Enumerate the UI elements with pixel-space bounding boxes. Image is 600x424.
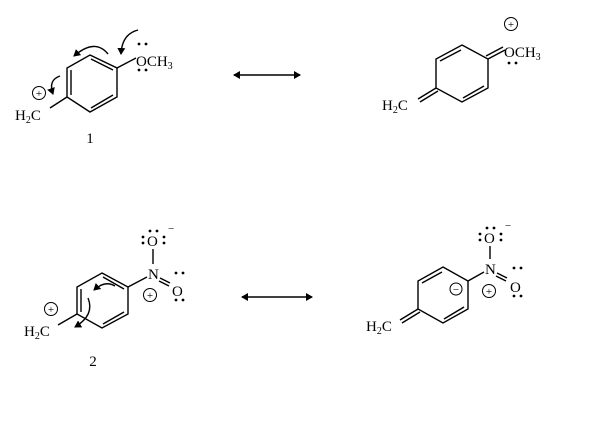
svg-text:−: − <box>453 284 459 296</box>
ch2-group: H2C <box>382 98 408 116</box>
methoxy-group: OCH3 <box>136 54 173 72</box>
svg-text:+: + <box>508 19 514 31</box>
structure-1: OCH3 H2C + 1 <box>15 29 173 147</box>
structure-2-resonance: N O − O − + H2C <box>366 220 523 337</box>
benzene-ring <box>66 54 118 113</box>
svg-text:−: − <box>168 223 174 235</box>
ch2-group: H2C <box>24 324 50 342</box>
curved-arrow-icon <box>73 45 109 57</box>
positive-charge-icon <box>44 302 58 316</box>
nitrogen-atom: N <box>148 267 159 283</box>
oxygen-atom: O <box>172 284 183 300</box>
oxygen-atom: O <box>147 234 158 250</box>
curved-arrow-icon <box>47 75 61 95</box>
positive-charge-icon <box>482 284 496 298</box>
quinoid-ring <box>435 44 489 103</box>
double-bond <box>462 85 485 99</box>
curved-arrow-icon <box>93 283 116 291</box>
oxygen-atom: O <box>484 231 495 247</box>
double-bond-ch2 <box>419 90 439 103</box>
double-bond <box>90 94 114 109</box>
oxygen-atom: O <box>510 280 521 296</box>
double-bond <box>439 49 462 62</box>
structure-1-resonance: OCH3 + H2C <box>382 17 541 116</box>
bond-o <box>116 57 137 69</box>
compound-label: 2 <box>89 354 97 370</box>
svg-text:+: + <box>36 88 42 100</box>
nitrogen-atom: N <box>485 262 496 278</box>
ch2-group: H2C <box>15 108 41 126</box>
svg-text:+: + <box>48 304 54 316</box>
curved-arrow-icon <box>74 297 91 328</box>
ch2-group: H2C <box>366 319 392 337</box>
quinoid-ring <box>417 266 469 324</box>
bond-ch2 <box>49 96 68 109</box>
svg-text:−: − <box>505 220 511 232</box>
positive-charge-icon <box>143 288 157 302</box>
double-bond-o <box>485 46 504 57</box>
svg-text:+: + <box>486 286 492 298</box>
negative-charge-icon <box>449 282 463 296</box>
compound-label: 1 <box>86 131 94 147</box>
positive-charge-icon <box>504 17 518 31</box>
positive-charge-icon <box>32 86 46 100</box>
svg-text:+: + <box>147 290 153 302</box>
structure-2: N O − O + H2C + 2 <box>24 223 185 370</box>
methoxy-group: OCH3 <box>504 45 541 63</box>
double-bond <box>90 58 114 71</box>
curved-arrow-icon <box>117 29 139 55</box>
